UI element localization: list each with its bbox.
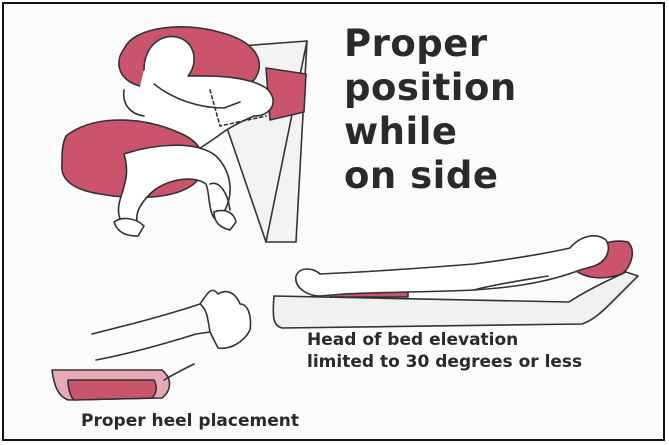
head-elevation-caption: Head of bed elevation limited to 30 degr… bbox=[307, 329, 582, 373]
title: Proper position while on side bbox=[344, 22, 517, 198]
heel-placement-caption: Proper heel placement bbox=[81, 410, 299, 432]
figure-frame: Proper position while on side Head of be… bbox=[2, 2, 665, 441]
supine-illustration bbox=[273, 236, 638, 328]
side-lying-illustration bbox=[62, 27, 307, 242]
illustrations bbox=[4, 4, 665, 441]
heel-illustration bbox=[52, 290, 251, 400]
